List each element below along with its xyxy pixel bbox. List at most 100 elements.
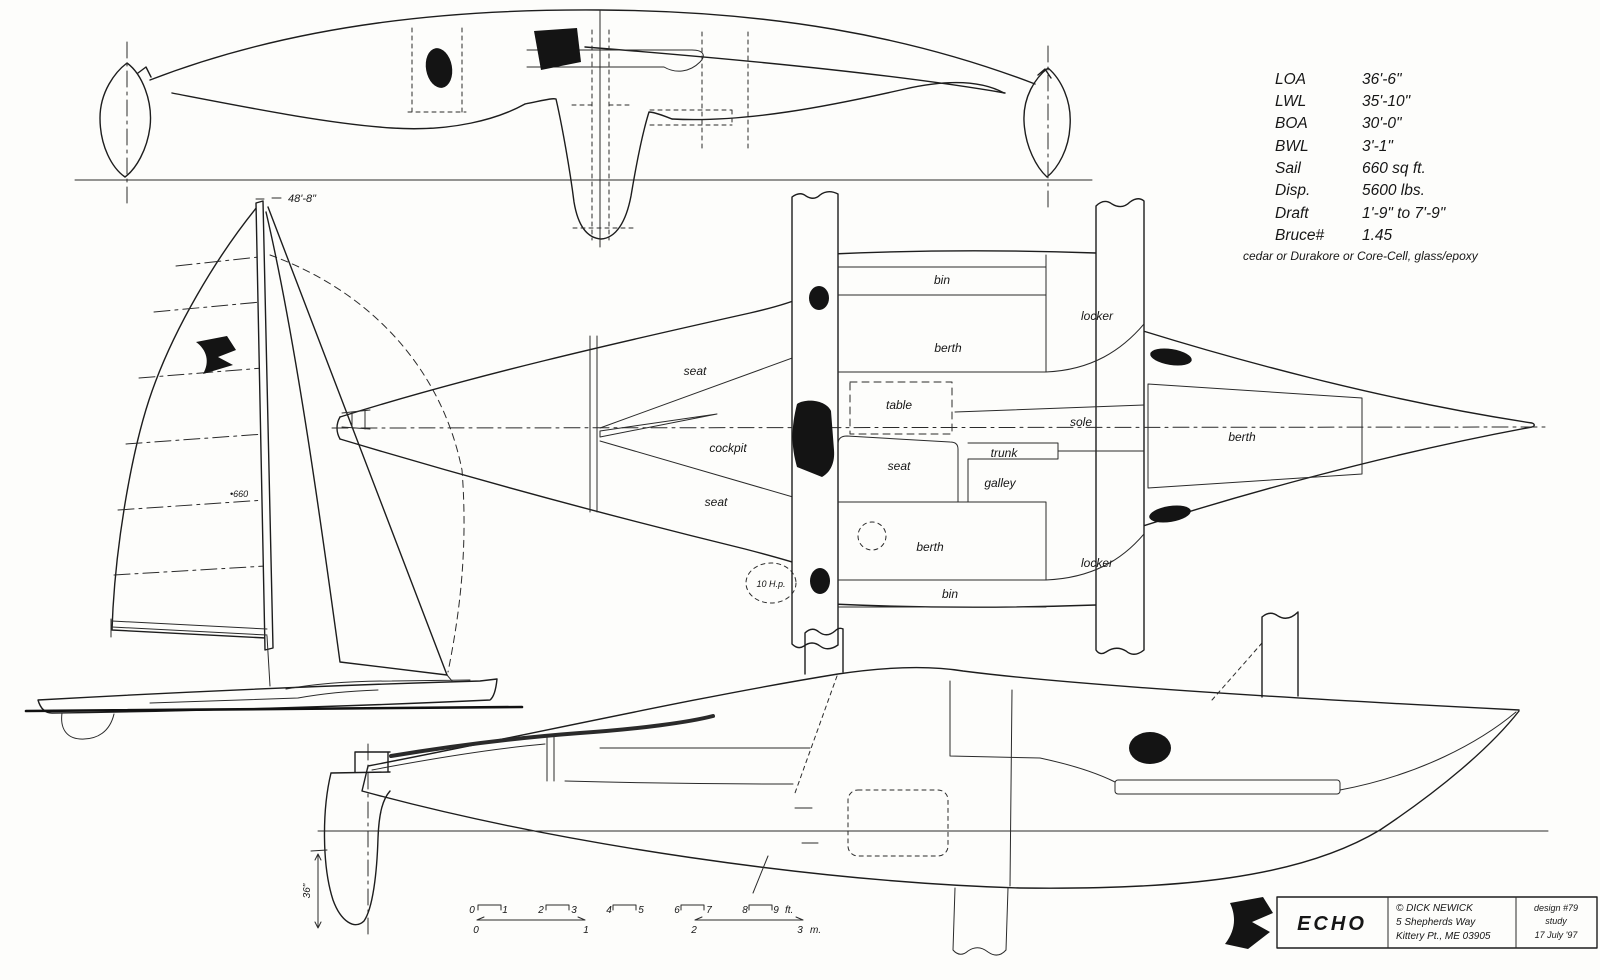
hidden-structure-lines [407,27,749,241]
cockpit-profile-lines [371,734,811,785]
waterline-sailplan [24,705,524,713]
sail-number: •660 [230,489,248,499]
beam-swing-arc [269,254,465,673]
hull-profile-small [37,678,498,714]
hull-sheer-upper-aft [339,253,833,418]
foredeck-hatch-lower [1149,505,1191,523]
design-number: design #79 [1534,903,1578,913]
feet-scale-brackets [477,904,773,911]
label-bin-bottom: bin [942,587,958,601]
spec-label-bwl: BWL [1275,138,1309,155]
forestay [267,206,448,676]
copyright-line: © DICK NEWICK [1396,903,1474,914]
title-block-dividers [1387,896,1517,949]
trim-marks [794,807,819,844]
foredeck-hatch-upper [1150,348,1192,366]
spec-label-loa: LOA [1275,71,1306,88]
label-locker-bottom: locker [1081,556,1114,570]
mainsail-outline [111,206,267,639]
hull-centerline [331,426,1549,429]
rudder [323,751,391,926]
feet-tick-8: 8 [742,905,748,916]
aft-beam-hidden-line [794,675,838,794]
label-trunk: trunk [991,446,1019,460]
boom [110,618,271,687]
label-berth-main: berth [916,540,944,554]
address-line-1: 5 Shepherds Way [1396,917,1476,928]
sheer-line [367,666,1520,767]
label-locker-top: locker [1081,309,1114,323]
meter-unit: m. [810,925,821,936]
spec-value-loa: 36'-6" [1362,71,1403,88]
beam-underside-left [171,92,526,130]
beam-hatch-upper [809,286,829,310]
meter-tick-1: 1 [583,925,589,936]
spec-value-disp: 5600 lbs. [1362,182,1425,199]
engine-box-hidden [847,789,949,857]
feet-tick-6: 6 [674,905,680,916]
sail-logo [196,336,236,374]
aft-beam-stub [804,627,844,675]
tiller-profile [389,714,715,758]
cockpit-structure [589,335,818,513]
top-view [74,9,1093,248]
ama-left-section [99,62,152,178]
forward-berth-outline [1147,383,1363,489]
feet-tick-4: 4 [606,905,612,916]
sail-plan: 48'-8" •660 [24,193,524,740]
porthole-profile [1129,732,1171,764]
feet-tick-0: 0 [469,905,475,916]
label-engine: 10 H.p. [756,579,785,589]
rudder-depth-dimension: 36" [302,883,313,898]
hull-sheer-bow [1139,329,1535,528]
cabin-window [1114,779,1341,795]
label-seat-port: seat [705,495,728,509]
material-note: cedar or Durakore or Core-Cell, glass/ep… [1243,249,1479,263]
companionway-hatch [792,400,835,477]
scale-bar: 0 1 2 3 4 5 6 7 8 9 ft. 0 1 2 3 m. [469,904,821,936]
meter-scale-lines [476,916,804,921]
label-berth-top: berth [934,341,962,355]
sail-battens [113,256,267,576]
spec-label-sail: Sail [1275,160,1301,177]
beam-underside-right [671,81,1005,121]
spec-label-lwl: LWL [1275,93,1306,110]
spec-label-bruce: Bruce# [1275,227,1324,244]
table-outline [849,381,953,435]
spec-value-boa: 30'-0" [1362,115,1403,132]
specs-table: LOA 36'-6" LWL 35'-10" BOA 30'-0" BWL 3'… [1243,71,1479,263]
meter-tick-3: 3 [797,925,803,936]
label-sole: sole [1070,415,1092,429]
beam-inner-edge [584,46,1006,94]
beam-hatch-lower [810,568,830,594]
forward-beam-stub [1261,611,1299,698]
feet-unit: ft. [785,905,793,916]
deck-detail-lines [149,674,471,704]
feet-tick-7: 7 [706,905,712,916]
label-seat-cabin: seat [888,459,911,473]
label-galley: galley [984,476,1016,490]
cabin-layout-lines [837,254,1145,608]
address-line-2: Kittery Pt., ME 03905 [1396,931,1491,942]
spec-value-bwl: 3'-1" [1362,138,1394,155]
forward-beam-hidden-line [1211,642,1263,701]
label-bin-top: bin [934,273,950,287]
design-stage: study [1545,916,1567,926]
spec-value-draft: 1'-9" to 7'-9" [1362,205,1447,222]
boat-name: ECHO [1297,913,1367,935]
meter-tick-2: 2 [690,925,697,936]
spec-label-draft: Draft [1275,205,1309,222]
jib-outline [265,211,448,676]
dimension-leader [255,197,282,200]
ama-centerlines [126,41,1049,208]
rudder-depth-dimension-line [310,849,328,929]
designer-logo [1225,897,1273,949]
label-berth-forward: berth [1228,430,1256,444]
spec-value-sail: 660 sq ft. [1362,160,1426,177]
feet-tick-3: 3 [571,905,577,916]
feet-tick-1: 1 [502,905,508,916]
forward-crossbeam [1095,198,1145,655]
hatch-marking [534,28,581,70]
hatch-circle [857,521,887,551]
